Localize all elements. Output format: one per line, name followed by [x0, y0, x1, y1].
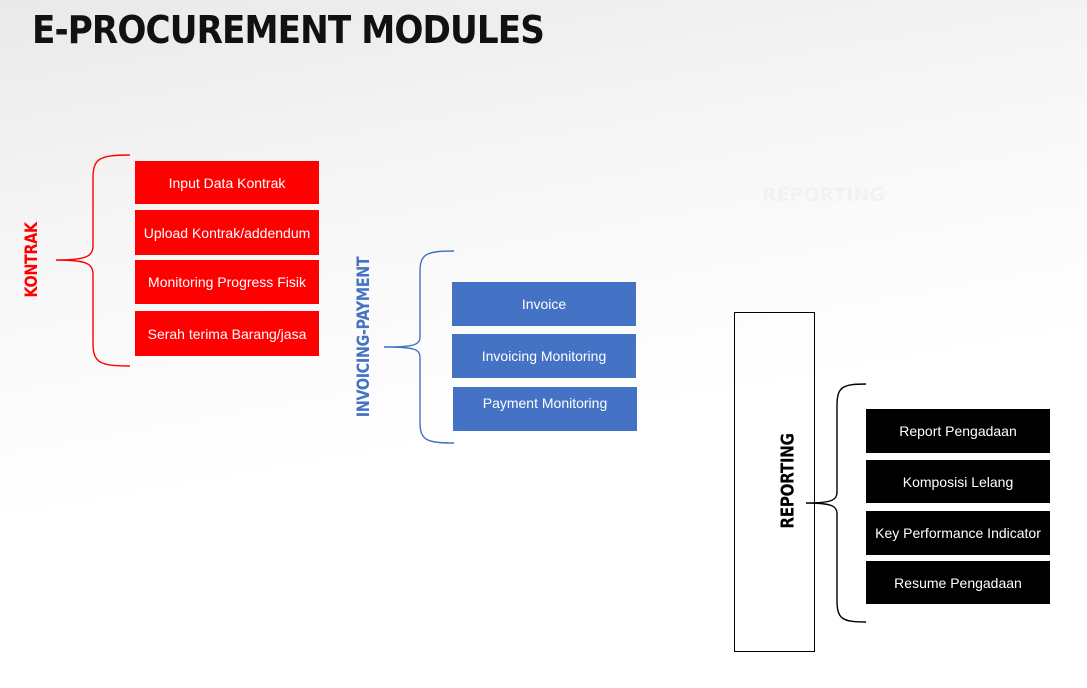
- module-key-performance-indicator[interactable]: Key Performance Indicator: [866, 511, 1050, 555]
- module-payment-monitoring[interactable]: Payment Monitoring: [453, 387, 637, 431]
- module-invoice[interactable]: Invoice: [452, 282, 636, 326]
- invoicing-bracket: [383, 250, 455, 444]
- kontrak-label: KONTRAK: [22, 222, 42, 298]
- module-report-pengadaan[interactable]: Report Pengadaan: [866, 409, 1050, 453]
- reporting-bracket: [805, 383, 867, 623]
- module-serah-terima-barang-jasa[interactable]: Serah terima Barang/jasa: [135, 311, 319, 356]
- module-komposisi-lelang[interactable]: Komposisi Lelang: [866, 460, 1050, 503]
- invoicing-payment-label: INVOICING-PAYMENT: [354, 256, 374, 418]
- module-monitoring-progress-fisik[interactable]: Monitoring Progress Fisik: [135, 260, 319, 304]
- reporting-label: REPORTING: [777, 433, 799, 529]
- kontrak-bracket: [55, 154, 131, 367]
- module-invoicing-monitoring[interactable]: Invoicing Monitoring: [452, 334, 636, 378]
- page-title: E-PROCUREMENT MODULES: [32, 8, 545, 52]
- module-resume-pengadaan[interactable]: Resume Pengadaan: [866, 561, 1050, 604]
- module-upload-kontrak-addendum[interactable]: Upload Kontrak/addendum: [135, 210, 319, 255]
- module-input-data-kontrak[interactable]: Input Data Kontrak: [135, 161, 319, 204]
- reporting-frame: [734, 312, 815, 652]
- faded-reporting-label: REPORTING: [762, 184, 885, 206]
